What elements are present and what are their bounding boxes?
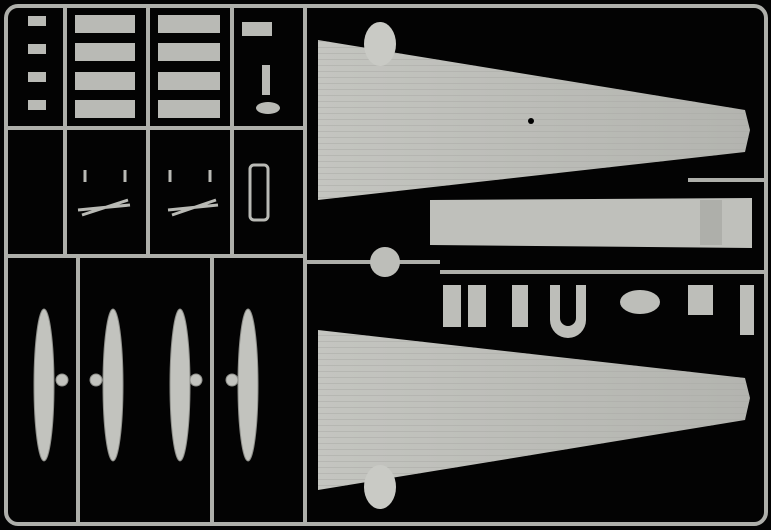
wheels bbox=[33, 308, 259, 462]
small-parts-top-left bbox=[28, 15, 280, 118]
sprue-frame bbox=[4, 4, 768, 526]
small-parts-middle-left bbox=[77, 163, 270, 222]
upper-wing bbox=[318, 22, 750, 200]
tail-part bbox=[430, 198, 752, 248]
lower-wing bbox=[318, 330, 750, 509]
hub-and-parts bbox=[370, 247, 754, 338]
